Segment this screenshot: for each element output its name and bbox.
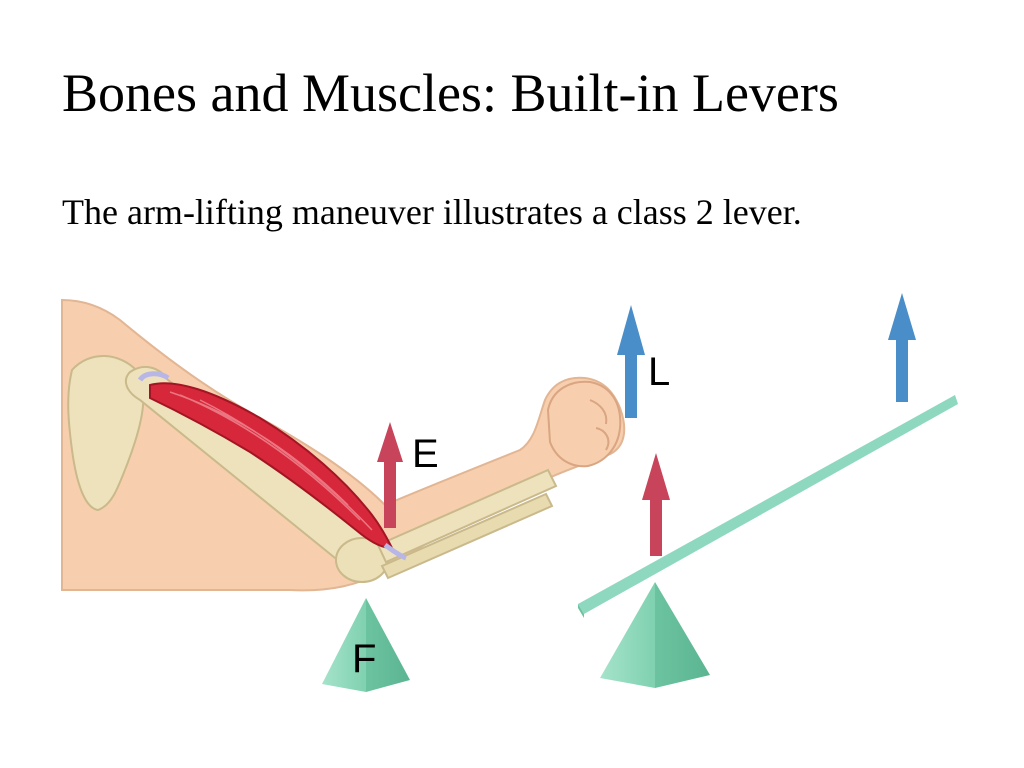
load-arrow-lever-right bbox=[888, 293, 916, 402]
fulcrum-label: F bbox=[352, 637, 376, 681]
slide-title: Bones and Muscles: Built-in Levers bbox=[62, 63, 839, 123]
slide-body-text: The arm-lifting maneuver illustrates a c… bbox=[62, 192, 802, 232]
scapula-bone bbox=[67, 355, 145, 512]
ulna-bone bbox=[380, 492, 554, 580]
effort-arrow-arm bbox=[377, 422, 403, 528]
radius-bone bbox=[376, 468, 558, 564]
lever-bar bbox=[578, 395, 958, 618]
fist bbox=[546, 380, 622, 468]
fulcrum-pyramid-arm bbox=[322, 598, 410, 692]
effort-label: E bbox=[412, 432, 439, 476]
load-label: L bbox=[648, 350, 670, 394]
effort-arrow-lever bbox=[642, 453, 670, 556]
fulcrum-pyramid-lever bbox=[600, 582, 710, 688]
biceps-tendon bbox=[137, 371, 407, 561]
arm-illustration bbox=[61, 298, 626, 592]
load-arrow-lever-left bbox=[617, 305, 645, 418]
